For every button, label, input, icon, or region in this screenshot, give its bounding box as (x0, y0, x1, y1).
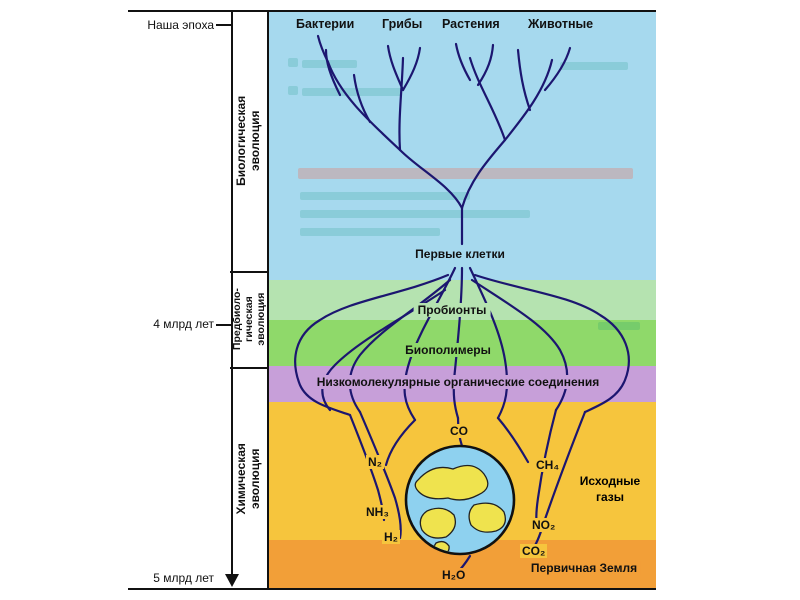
ghost-text-artifact (288, 58, 298, 67)
gas-h2o: H₂O (440, 568, 468, 582)
source-gases-label: Исходные газы (578, 474, 642, 505)
era-chemical-evolution: Химическая эволюция (230, 368, 268, 590)
source-gases-line2: газы (595, 489, 625, 504)
phylogenetic-tree-graphic (294, 34, 630, 576)
era-prebiological-evolution: Предбиоло-гическая эволюция (230, 272, 268, 367)
gas-h2: H₂ (382, 530, 400, 544)
stage-biopolymers: Биополимеры (401, 343, 495, 357)
frame-bottom-line (128, 588, 656, 590)
primary-earth-label: Первичная Земля (526, 561, 642, 575)
timeline-label-5bln: 5 млрд лет (153, 571, 214, 585)
era-divider-line (230, 271, 268, 273)
stage-low-molecular: Низкомолекулярные органические соединени… (312, 375, 604, 389)
gas-nh3: NH₃ (364, 505, 391, 519)
frame-top-line (128, 10, 656, 12)
phylo-tree-branches (316, 34, 572, 246)
kingdom-animals: Животные (528, 17, 594, 31)
timeline-axis (231, 10, 233, 576)
timeline-tick-now (216, 24, 231, 26)
kingdom-plants: Растения (442, 17, 500, 31)
ghost-text-artifact (300, 210, 530, 218)
era-label: Биологическая эволюция (234, 95, 263, 186)
gas-co: CO (448, 424, 470, 438)
continent-shape (468, 502, 507, 533)
ghost-text-artifact (598, 322, 640, 330)
ghost-text-artifact (560, 62, 628, 70)
ghost-text-artifact (288, 86, 298, 95)
gas-no2: NO₂ (530, 518, 558, 532)
timeline-tick-4bln (216, 324, 231, 326)
stage-probionts: Пробионты (413, 303, 491, 317)
gas-ch4: CH₄ (534, 458, 562, 472)
gas-n2: N₂ (366, 455, 384, 469)
evolution-web-lines (294, 266, 630, 576)
continent-shape (414, 464, 489, 501)
era-biological-evolution: Биологическая эволюция (230, 10, 268, 271)
kingdom-fungi: Грибы (382, 17, 423, 31)
era-label: Предбиоло-гическая эволюция (230, 288, 268, 351)
ghost-text-artifact (300, 192, 470, 200)
kingdom-bacteria: Бактерии (296, 17, 355, 31)
source-gases-line1: Исходные (579, 474, 641, 488)
ghost-text-artifact (300, 228, 440, 236)
stage-first-cells: Первые клетки (411, 247, 509, 261)
timeline-label-4bln: 4 млрд лет (153, 317, 214, 331)
earth-globe (404, 444, 516, 556)
ghost-text-artifact (302, 88, 402, 96)
era-divider-line (230, 367, 268, 369)
continent-shape (419, 507, 457, 539)
ghost-text-artifact (298, 168, 633, 179)
timeline-arrow-icon (225, 574, 239, 587)
era-label: Химическая эволюция (234, 443, 263, 515)
gas-co2: CO₂ (520, 544, 548, 558)
era-column-right-line (267, 10, 269, 590)
timeline-label-now: Наша эпоха (147, 18, 214, 32)
